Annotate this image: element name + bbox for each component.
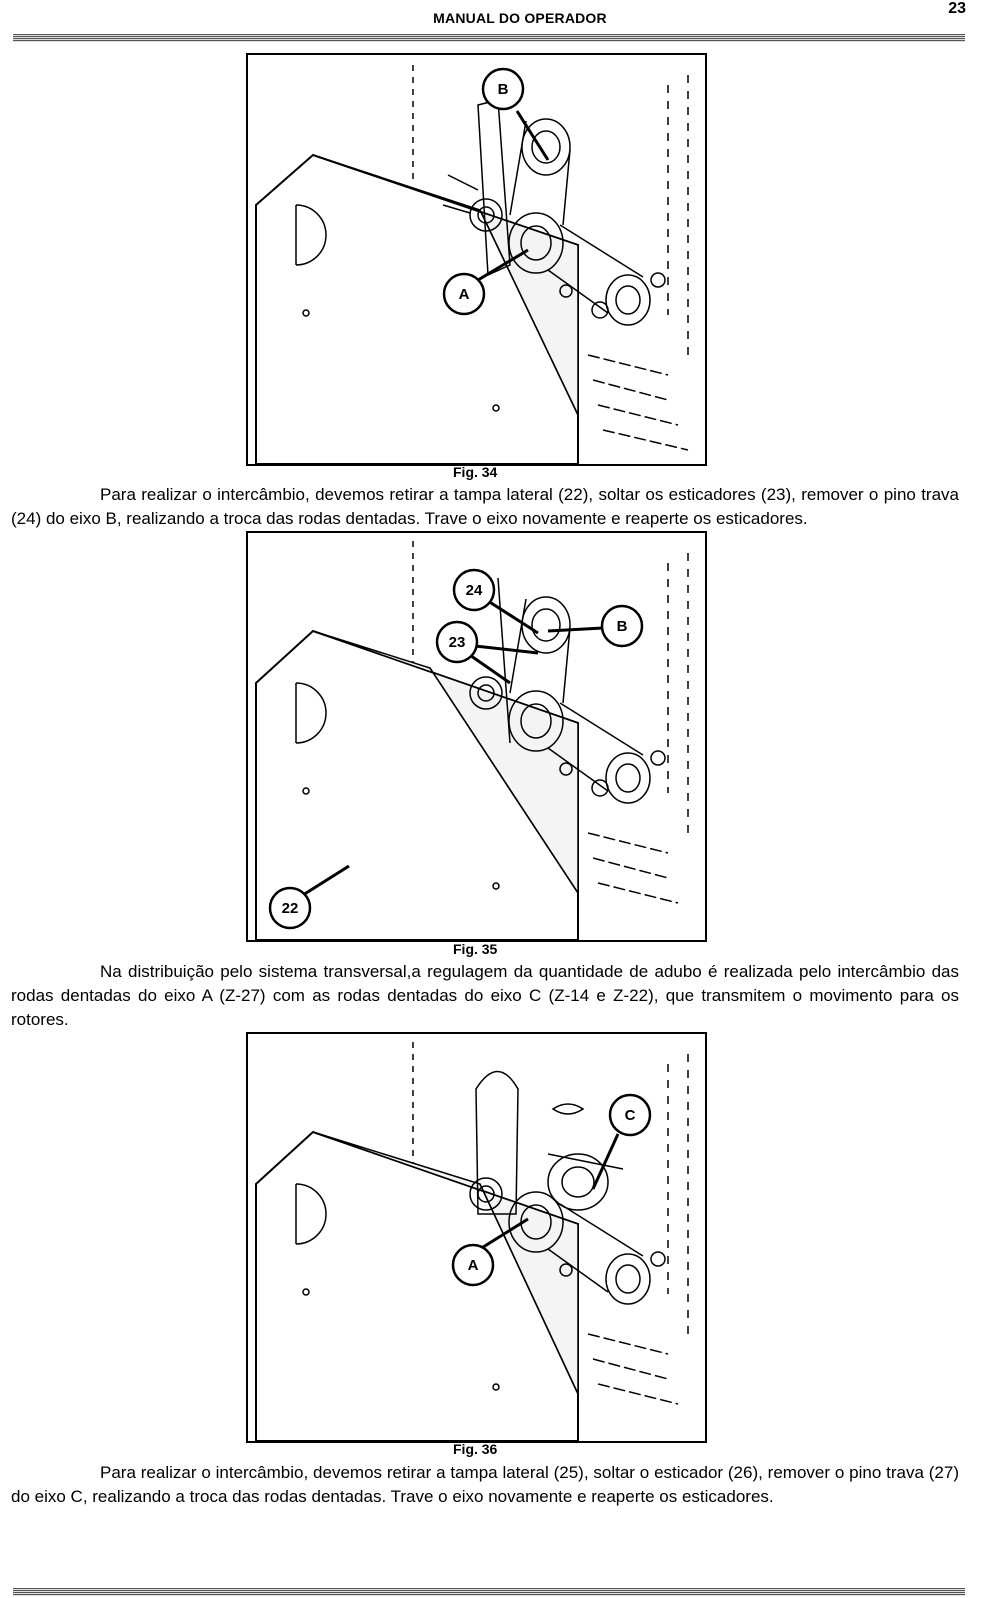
page-number: 23 [948,0,966,17]
figure-34-illustration: B A [255,65,689,464]
callout-label: A [468,1257,479,1274]
callout-label: B [617,618,628,635]
callout-label: 24 [466,582,483,599]
figure-35-caption: Fig. 35 [453,941,498,957]
figure-36: C A [246,1032,707,1443]
figure-35: 24 23 B 22 [246,531,707,942]
running-header: MANUAL DO OPERADOR [433,10,607,26]
figure-36-caption: Fig. 36 [453,1441,498,1457]
paragraph-3: Para realizar o intercâmbio, devemos ret… [11,1463,959,1506]
callout-label: C [625,1107,636,1124]
figure-36-illustration: C A [255,1042,689,1441]
figure-35-illustration: 24 23 B 22 [255,541,689,940]
callout-label: 22 [282,900,299,917]
figure-34: B A [246,53,707,466]
callout-label: 23 [449,634,466,651]
paragraph-1: Para realizar o intercâmbio, devemos ret… [11,485,959,528]
footer-rule [13,1588,965,1596]
callout-label: A [459,286,470,303]
paragraph-2: Na distribuição pelo sistema transversal… [11,962,959,1029]
figure-34-caption: Fig. 34 [453,464,498,480]
callout-label: B [498,81,509,98]
header-rule [13,34,965,42]
